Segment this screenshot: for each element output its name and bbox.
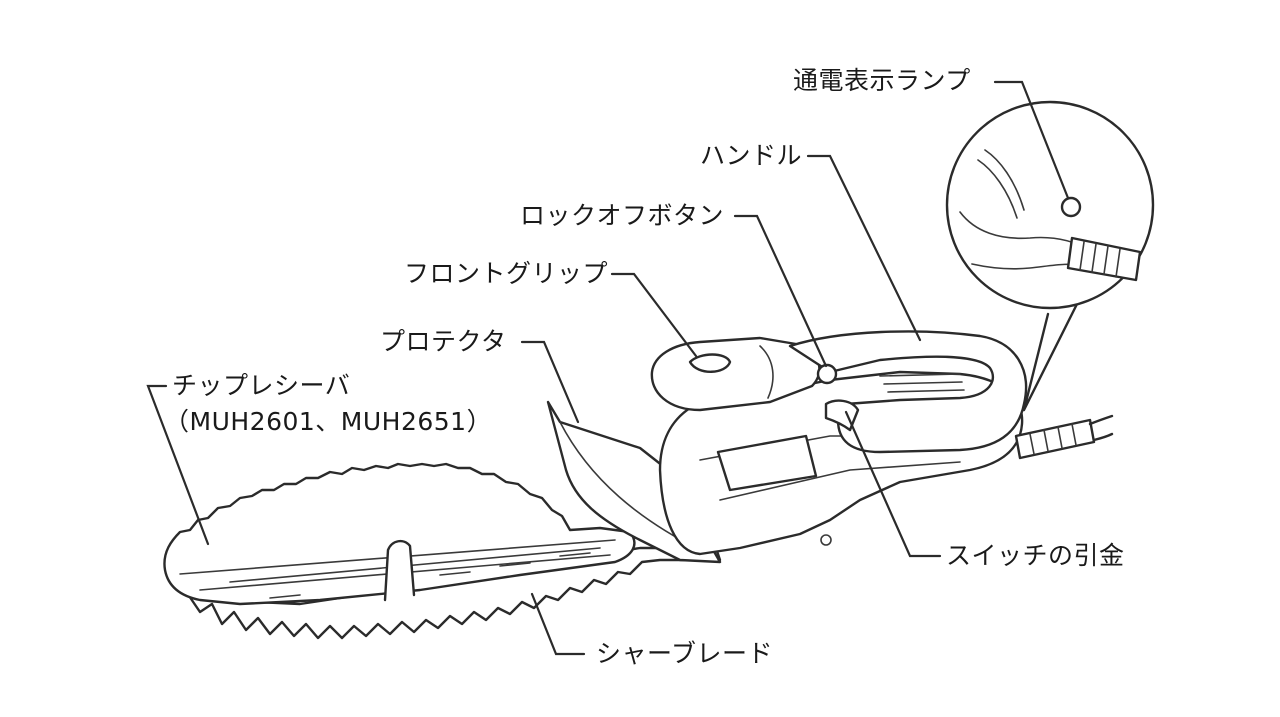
cord-rib-3 — [1057, 426, 1063, 449]
label-shear-blade: シャーブレード — [596, 639, 774, 668]
chip-receiver-slot-3 — [559, 552, 591, 557]
cord-strain-relief — [1014, 418, 1096, 460]
shear-blade-body — [183, 546, 722, 640]
cord-rib-2 — [1043, 429, 1049, 452]
leader-front-grip — [610, 272, 698, 358]
lock-off-button-shape — [816, 363, 838, 385]
leader-protector — [520, 340, 580, 424]
leader-handle — [806, 154, 922, 342]
inset-groove-2 — [977, 159, 1018, 219]
chip-receiver-slot-2 — [499, 562, 531, 567]
label-protector: プロテクタ — [380, 327, 507, 356]
leader-shear-blade — [530, 592, 586, 656]
inset-cord-coil — [1066, 236, 1142, 282]
front-grip-cap — [688, 353, 732, 373]
front-grip-rib — [759, 345, 774, 399]
inset-coil-2 — [1091, 243, 1097, 273]
housing-screw — [820, 534, 832, 546]
label-chip-receiver-models: （MUH2601、MUH2651） — [164, 407, 493, 436]
leader-lock-off-button — [733, 214, 828, 368]
leader-lines — [146, 80, 1070, 656]
label-handle: ハンドル — [700, 141, 803, 170]
chip-receiver-drawing — [163, 462, 636, 606]
handle-grip-vent-2 — [883, 381, 963, 385]
leader-chip-receiver — [146, 384, 210, 546]
side-window — [716, 434, 818, 492]
inset-groove-1 — [984, 149, 1025, 211]
label-power-lamp: 通電表示ランプ — [793, 66, 971, 95]
cord-rib-1 — [1029, 433, 1035, 455]
housing-lower-line — [719, 461, 961, 501]
power-lamp-shape — [1060, 196, 1082, 218]
leader-switch-trigger — [844, 410, 942, 558]
cord-rib-4 — [1071, 423, 1077, 446]
handle-grip-vent-3 — [887, 389, 965, 393]
label-switch-trigger: スイッチの引金 — [946, 541, 1125, 570]
cord-line-upper — [1088, 414, 1114, 426]
front-grip-drawing — [650, 336, 821, 412]
chip-receiver-slot-4 — [269, 594, 301, 599]
power-cord-drawing — [1014, 414, 1114, 460]
inset-coil-1 — [1079, 241, 1085, 271]
cord-line-lower — [1092, 432, 1114, 442]
handle-grip-vent-1 — [879, 373, 961, 377]
chip-receiver-slot-1 — [439, 571, 471, 576]
inset-coil-3 — [1103, 245, 1109, 275]
inset-pointer — [1022, 300, 1080, 412]
chip-receiver-clip — [383, 539, 416, 602]
label-lock-off-button: ロックオフボタン — [520, 201, 725, 230]
chip-receiver-rim — [179, 539, 616, 575]
inset-coil-4 — [1115, 248, 1121, 278]
chip-receiver-rail-2 — [229, 547, 601, 583]
leader-power-lamp — [993, 80, 1070, 200]
power-lamp-inset — [945, 100, 1155, 412]
shear-blade-drawing — [183, 546, 722, 640]
label-front-grip: フロントグリップ — [404, 259, 609, 288]
label-chip-receiver: チップレシーバ — [172, 371, 351, 400]
label-chip-receiver-group: チップレシーバ （MUH2601、MUH2651） — [164, 368, 492, 440]
